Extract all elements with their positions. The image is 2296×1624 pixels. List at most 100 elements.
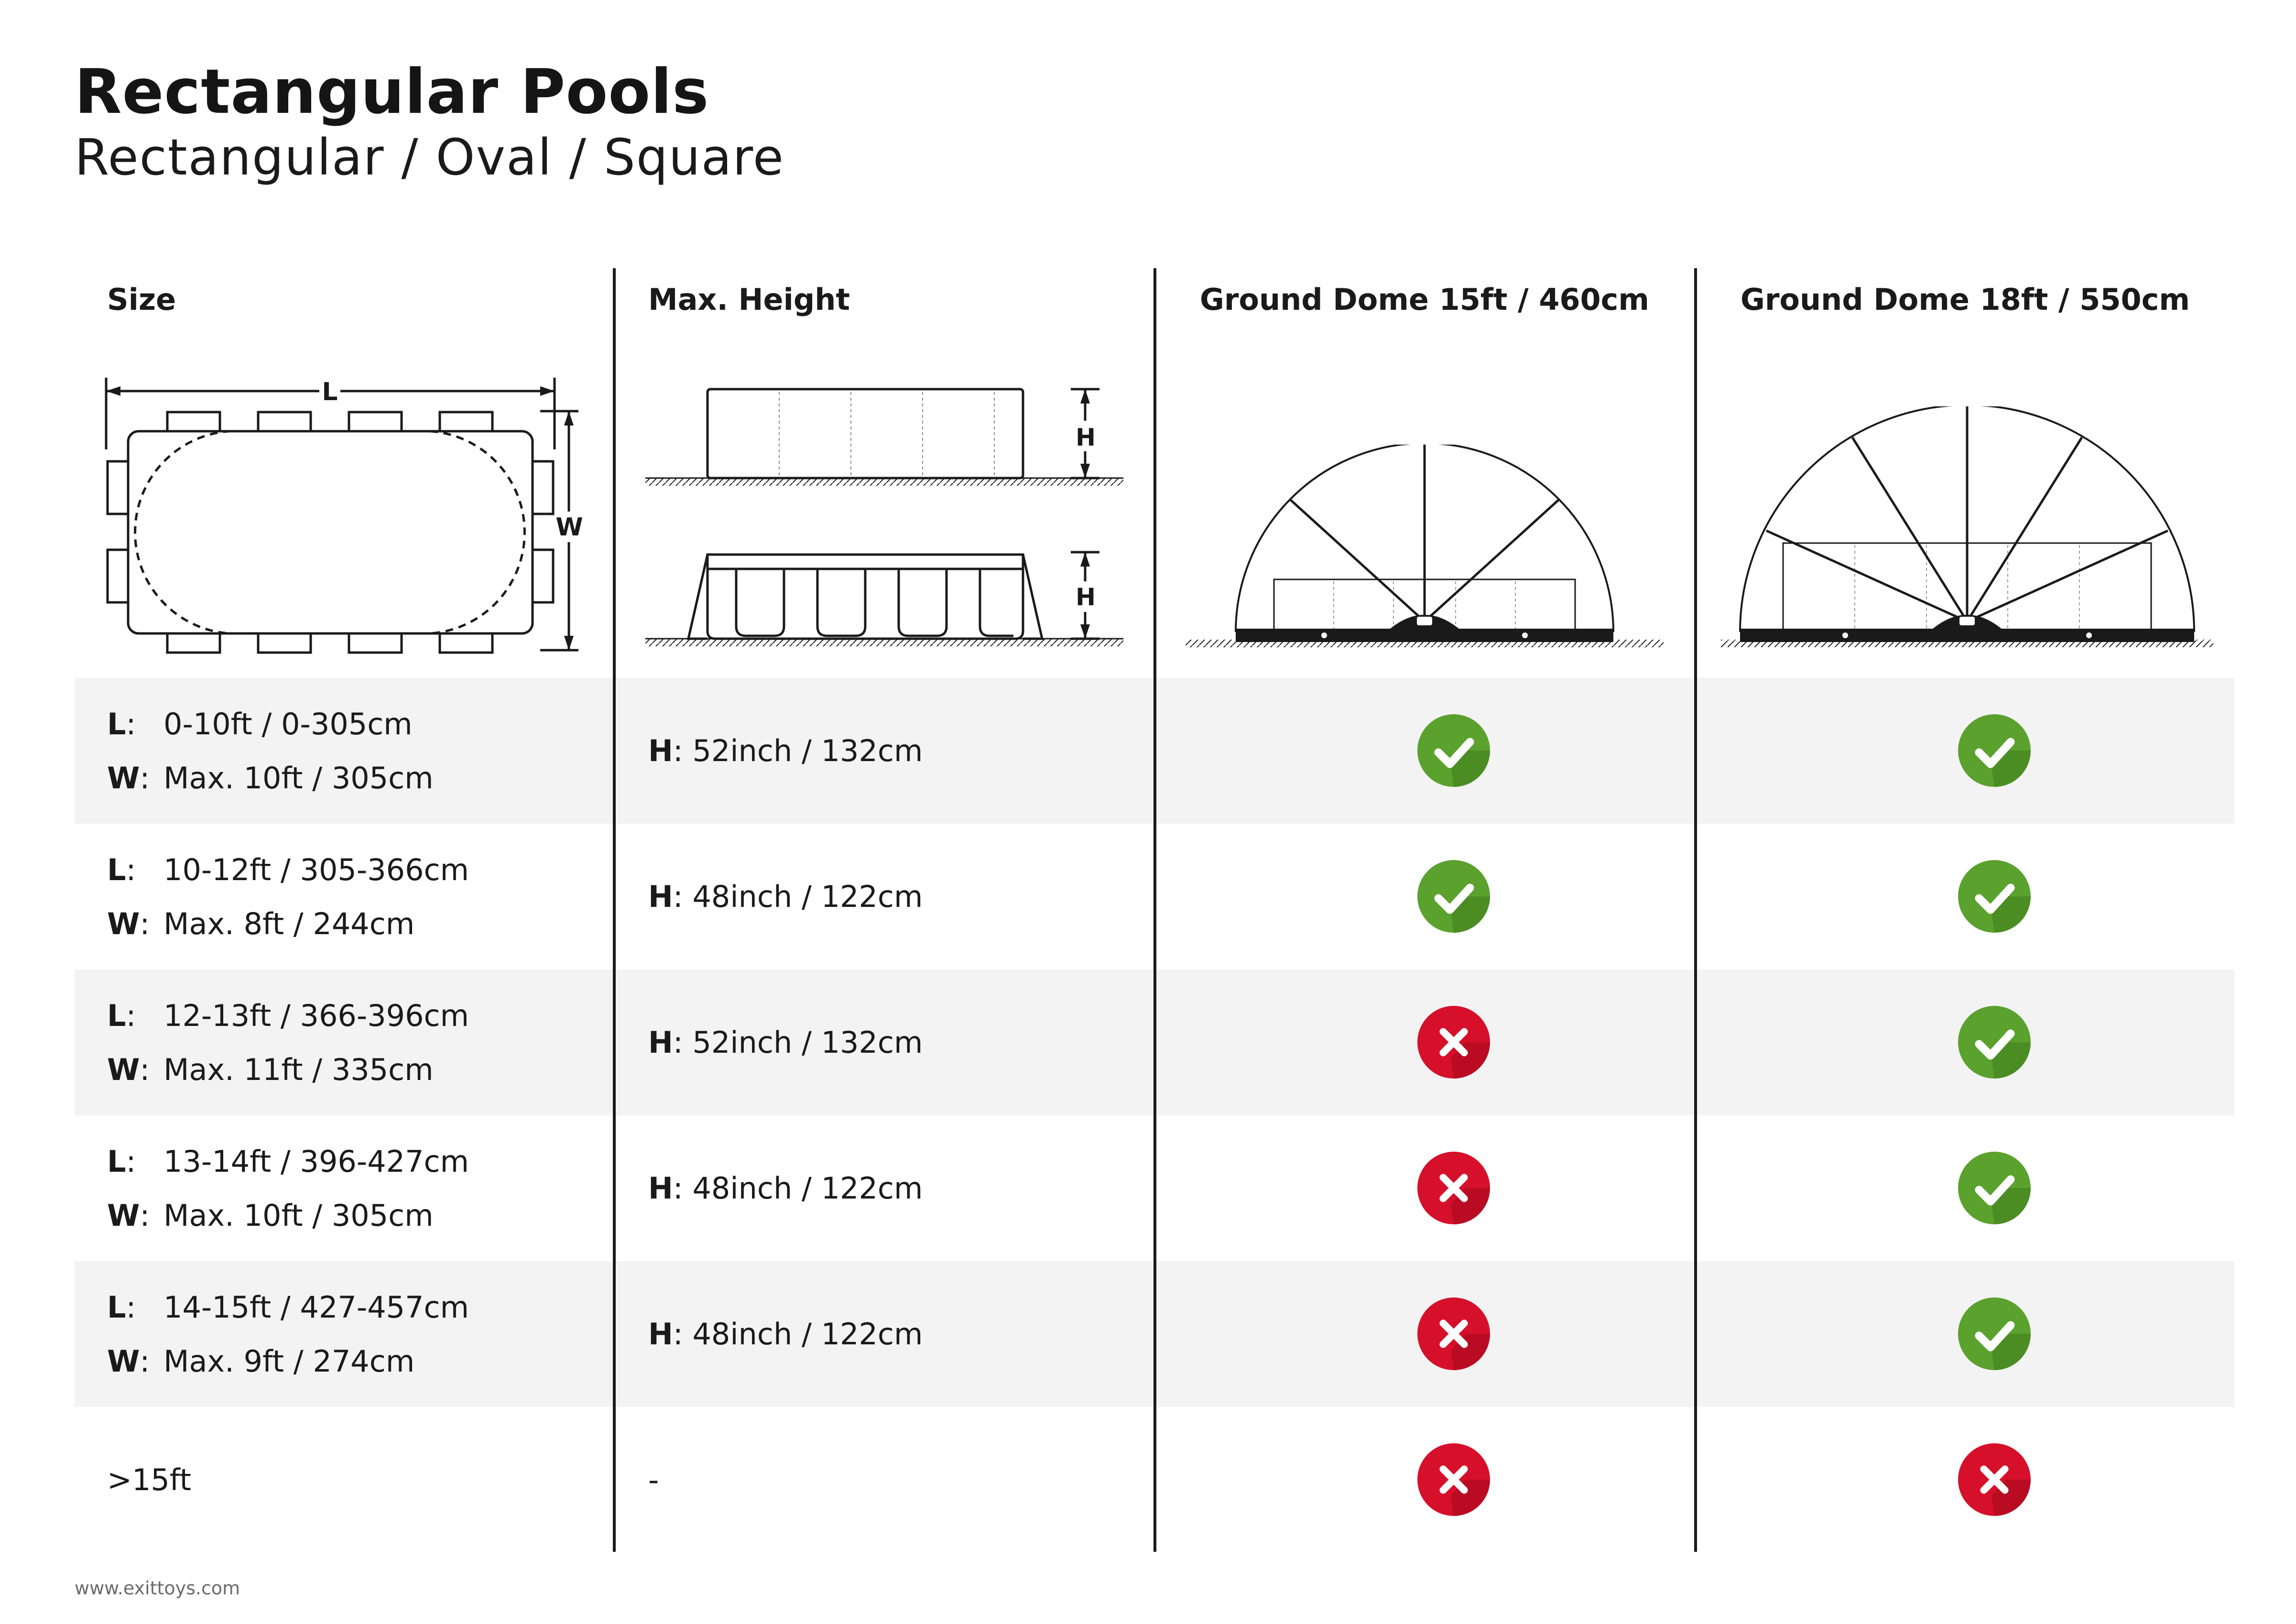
length-key: L: [107,998,163,1033]
width-line: W:Max. 9ft / 274cm [107,1344,469,1379]
width-key-text: W [107,1343,140,1379]
check-icon [1958,1152,2031,1224]
height-label: H [1076,424,1096,451]
length-key: L: [107,852,163,887]
width-key-text: W [107,1198,140,1233]
width-value: Max. 10ft / 305cm [163,760,434,796]
column-divider [613,268,616,1552]
width-label: W [555,513,583,542]
height-value: : 48inch / 122cm [673,879,923,914]
key-colon: : [126,852,136,887]
footer-url[interactable]: www.exittoys.com [75,1578,240,1599]
length-key-text: L [107,706,126,741]
length-value: 14-15ft / 427-457cm [163,1289,469,1325]
page-subtitle: Rectangular / Oval / Square [75,128,784,186]
pool-size-diagram: L W [105,378,583,654]
key-colon: : [126,706,136,741]
height-label-frame: H [1076,583,1096,611]
key-colon: : [140,1198,150,1233]
height-value: : 52inch / 132cm [673,1025,923,1060]
width-key: W: [107,906,163,941]
header-max-height: Max. Height [648,282,850,317]
key-colon: : [140,906,150,941]
check-icon [1958,1297,2031,1370]
header-dome-15ft: Ground Dome 15ft / 460cm [1199,282,1650,317]
cross-icon [1958,1443,2031,1516]
height-cell: H: 48inch / 122cm [648,1261,923,1407]
height-key: H [648,1171,673,1206]
length-value: 10-12ft / 305-366cm [163,852,469,887]
height-value: : 52inch / 132cm [673,733,923,768]
height-cell: H: 48inch / 122cm [648,824,923,970]
width-key-text: W [107,906,140,941]
page-title: Rectangular Pools [75,56,709,128]
check-icon [1417,860,1490,933]
width-value: Max. 11ft / 335cm [163,1052,434,1087]
height-cell: H: 52inch / 132cm [648,970,923,1115]
height-key: H [648,1317,673,1352]
length-line: L:12-13ft / 366-396cm [107,998,469,1033]
length-line: L:14-15ft / 427-457cm [107,1290,469,1325]
header-size: Size [107,282,176,317]
size-cell: >15ft [107,1462,191,1497]
cross-icon [1417,1443,1490,1516]
length-key-text: L [107,998,126,1033]
length-key-text: L [107,1289,126,1325]
check-icon [1417,714,1490,787]
length-key-text: L [107,1144,126,1179]
column-divider [1153,268,1156,1552]
width-key: W: [107,1052,163,1087]
length-value: 13-14ft / 396-427cm [163,1144,469,1179]
width-line: W:Max. 8ft / 244cm [107,906,469,941]
width-key-text: W [107,760,140,796]
check-icon [1958,714,2031,787]
length-value: 0-10ft / 0-305cm [163,706,413,741]
width-value: Max. 10ft / 305cm [163,1198,434,1233]
width-key: W: [107,1344,163,1379]
width-key: W: [107,761,163,796]
height-key: H [648,879,673,914]
height-key: H [648,733,673,768]
dome-18ft-diagram [1721,406,2213,647]
cross-icon [1417,1152,1490,1224]
width-line: W:Max. 11ft / 335cm [107,1052,469,1087]
length-line: L:13-14ft / 396-427cm [107,1144,469,1179]
height-cell: - [648,1462,659,1497]
key-colon: : [140,1052,150,1087]
width-value: Max. 9ft / 274cm [163,1343,415,1379]
length-key: L: [107,1290,163,1325]
length-line: L:0-10ft / 0-305cm [107,707,434,741]
check-icon [1958,1006,2031,1079]
key-colon: : [126,998,136,1033]
key-colon: : [140,1343,150,1379]
length-key: L: [107,707,163,741]
cross-icon [1417,1006,1490,1079]
height-value: : 48inch / 122cm [673,1317,923,1352]
key-colon: : [126,1144,136,1179]
length-label: L [322,378,337,406]
header-dome-18ft: Ground Dome 18ft / 550cm [1740,282,2190,317]
width-line: W:Max. 10ft / 305cm [107,761,434,796]
height-cell: H: 52inch / 132cm [648,678,923,824]
width-line: W:Max. 10ft / 305cm [107,1198,469,1233]
pool-height-diagram: H H [645,388,1123,646]
width-key-text: W [107,1052,140,1087]
width-key: W: [107,1198,163,1233]
height-key: H [648,1025,673,1060]
length-key: L: [107,1144,163,1179]
length-line: L:10-12ft / 305-366cm [107,852,469,887]
table-row: >15ft - [75,1407,2234,1553]
key-colon: : [126,1289,136,1325]
height-cell: H: 48inch / 122cm [648,1115,923,1261]
cross-icon [1417,1297,1490,1370]
